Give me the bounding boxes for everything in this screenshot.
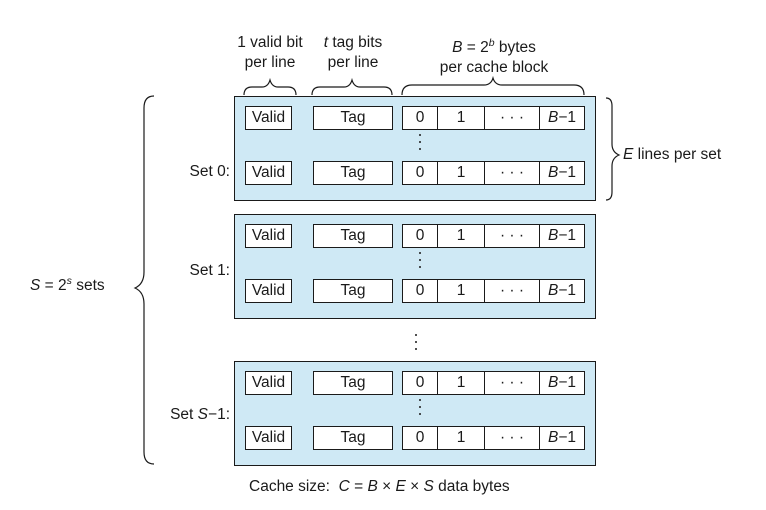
byte-last-cell: B−1 <box>539 224 585 248</box>
byte-last-cell: B−1 <box>539 106 585 130</box>
tag-cell: Tag <box>313 371 393 395</box>
byte-last-rest: −1 <box>558 164 577 181</box>
set-1-box: Valid Tag 0 1 · · · B−1 Valid Tag 0 1 · … <box>234 214 596 319</box>
valid-cell: Valid <box>245 279 292 303</box>
valid-cell: Valid <box>245 371 292 395</box>
byte-last-B: B <box>547 227 559 244</box>
set-s-minus-1-prefix: Set <box>170 406 198 423</box>
set-1-suffix: 1: <box>217 262 230 279</box>
tag-bits-header-line2: per line <box>327 54 379 71</box>
byte-ellipsis-cell: · · · <box>484 161 540 185</box>
cache-size-times-2: × <box>405 478 424 495</box>
byte-1-cell: 1 <box>437 106 485 130</box>
e-lines-E: E <box>623 146 634 163</box>
cache-size-E: E <box>395 478 406 495</box>
tag-cell: Tag <box>313 279 393 303</box>
valid-bit-header: 1 valid bit per line <box>222 33 318 73</box>
s-sets-exponent: s <box>66 275 72 287</box>
valid-cell: Valid <box>245 426 292 450</box>
byte-0-cell: 0 <box>402 426 438 450</box>
cache-size-prefix: Cache size: <box>249 478 339 495</box>
set-0-box: Valid Tag 0 1 · · · B−1 Valid Tag 0 1 · … <box>234 96 596 201</box>
byte-last-cell: B−1 <box>539 426 585 450</box>
byte-ellipsis-cell: · · · <box>484 106 540 130</box>
cache-size-rest: data bytes <box>433 478 510 495</box>
e-lines-rest: lines per set <box>633 146 722 163</box>
valid-bit-header-line2: per line <box>244 54 296 71</box>
block-B: B <box>452 39 463 56</box>
tag-bits-header: t tag bits per line <box>308 33 398 73</box>
byte-last-cell: B−1 <box>539 161 585 185</box>
byte-last-B: B <box>547 374 559 391</box>
set-0-prefix: Set <box>189 163 218 180</box>
byte-0-cell: 0 <box>402 161 438 185</box>
s-sets-label: S = 2s sets <box>30 275 105 295</box>
byte-last-rest: −1 <box>558 374 577 391</box>
tag-cell: Tag <box>313 161 393 185</box>
cache-size-caption: Cache size: C = B × E × S data bytes <box>249 478 510 496</box>
set-0-suffix: 0: <box>217 163 230 180</box>
byte-1-cell: 1 <box>437 371 485 395</box>
byte-last-cell: B−1 <box>539 279 585 303</box>
block-eq: = 2 <box>462 39 489 56</box>
valid-cell: Valid <box>245 224 292 248</box>
tag-bits-text: tag bits <box>328 34 383 51</box>
byte-last-B: B <box>547 282 559 299</box>
set-1-label: Set 1: <box>150 262 230 280</box>
set-s-minus-1-italic: S <box>197 406 209 423</box>
byte-ellipsis-cell: · · · <box>484 224 540 248</box>
tag-cell: Tag <box>313 106 393 130</box>
set-s-minus-1-box: Valid Tag 0 1 · · · B−1 Valid Tag 0 1 · … <box>234 361 596 466</box>
cache-size-S: S <box>423 478 434 495</box>
set-s-minus-1-label: Set S−1: <box>130 406 230 424</box>
valid-cell: Valid <box>245 106 292 130</box>
byte-ellipsis-cell: · · · <box>484 371 540 395</box>
tag-bits-header-line1: t tag bits <box>308 33 398 53</box>
byte-last-B: B <box>547 164 559 181</box>
block-bytes-header-line2: per cache block <box>439 59 549 76</box>
tag-bits-t: t <box>323 34 329 51</box>
valid-bit-header-line1: 1 valid bit <box>237 34 303 51</box>
byte-last-B: B <box>547 109 559 126</box>
cache-size-times-1: × <box>377 478 396 495</box>
set-0-label: Set 0: <box>150 163 230 181</box>
set-s-minus-1-suffix: −1: <box>208 406 230 423</box>
valid-cell: Valid <box>245 161 292 185</box>
s-sets-S: S <box>30 277 41 294</box>
line-vertical-ellipsis <box>417 399 423 420</box>
tag-cell: Tag <box>313 224 393 248</box>
byte-1-cell: 1 <box>437 161 485 185</box>
line-vertical-ellipsis <box>417 134 423 155</box>
e-lines-label: E lines per set <box>623 146 721 164</box>
byte-ellipsis-cell: · · · <box>484 426 540 450</box>
cache-size-eq: = <box>349 478 368 495</box>
cache-size-C: C <box>338 478 350 495</box>
byte-last-B: B <box>547 429 559 446</box>
byte-0-cell: 0 <box>402 224 438 248</box>
byte-last-rest: −1 <box>558 109 577 126</box>
byte-last-rest: −1 <box>558 429 577 446</box>
byte-1-cell: 1 <box>437 279 485 303</box>
block-bytes-word: bytes <box>494 39 536 56</box>
byte-ellipsis-cell: · · · <box>484 279 540 303</box>
byte-1-cell: 1 <box>437 426 485 450</box>
s-sets-eq: = 2 <box>40 277 67 294</box>
block-bytes-header: B = 2b bytes per cache block <box>404 38 584 78</box>
cache-size-B: B <box>367 478 378 495</box>
block-b-exponent: b <box>488 37 495 49</box>
set-1-prefix: Set <box>189 262 218 279</box>
block-bytes-header-line1: B = 2b bytes <box>404 38 584 58</box>
s-sets-rest: sets <box>71 277 105 294</box>
tag-cell: Tag <box>313 426 393 450</box>
sets-vertical-ellipsis <box>413 334 419 355</box>
line-vertical-ellipsis <box>417 252 423 273</box>
byte-last-cell: B−1 <box>539 371 585 395</box>
byte-last-rest: −1 <box>558 282 577 299</box>
byte-last-rest: −1 <box>558 227 577 244</box>
